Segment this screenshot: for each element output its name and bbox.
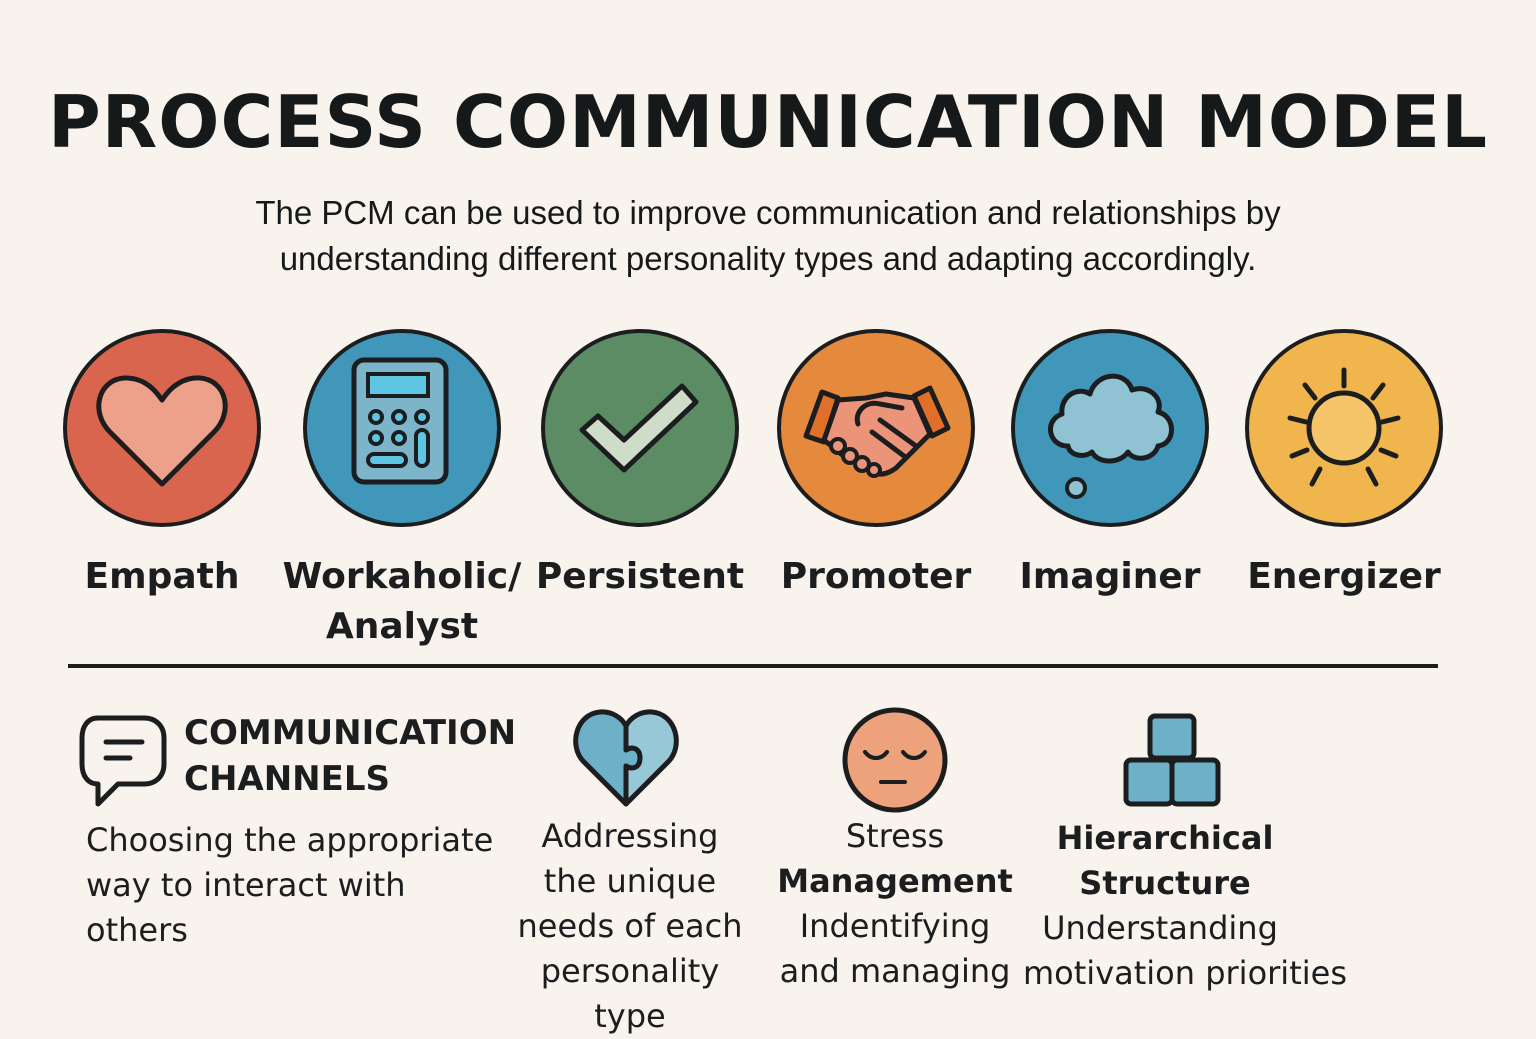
feature-description: Choosing the appropriate way to interact… (86, 821, 494, 949)
type-label: Imaginer (1019, 556, 1201, 597)
feature-stress-management: Stress Management Indentifying and manag… (770, 706, 1020, 994)
feature-description: Hierarchical Structure Understanding mot… (1023, 819, 1347, 992)
calculator-icon (303, 329, 501, 527)
feature-hierarchical-structure: Hierarchical Structure Understanding mot… (1020, 706, 1350, 996)
feature-description: Addressing the unique needs of each pers… (517, 817, 743, 1035)
stacked-blocks-icon (1123, 713, 1221, 807)
type-label: Persistent (535, 556, 745, 597)
type-label: Empath (84, 556, 240, 597)
type-imaginer: Imaginer (990, 328, 1230, 602)
thought-cloud-icon (1011, 329, 1209, 527)
type-promoter: Promoter (756, 328, 996, 602)
speech-bubble-icon (79, 715, 167, 807)
feature-unique-needs: Addressing the unique needs of each pers… (500, 706, 760, 1039)
puzzle-heart-icon (573, 709, 679, 807)
subtitle: The PCM can be used to improve communica… (255, 194, 1281, 277)
type-energizer: Energizer (1224, 328, 1464, 602)
feature-heading: COMMUNICATION CHANNELS (184, 713, 517, 799)
type-workaholic-analyst: Workaholic/ Analyst (282, 328, 522, 652)
handshake-icon (777, 329, 975, 527)
type-label: Workaholic/ Analyst (282, 556, 522, 647)
sun-icon (1245, 329, 1443, 527)
type-label: Promoter (780, 556, 972, 597)
personality-types-row: Empath Workaholic/ Analyst Persistent (0, 328, 1536, 648)
page-title: PROCESS COMMUNICATION MODEL (48, 80, 1488, 164)
type-persistent: Persistent (520, 328, 760, 602)
heart-icon (63, 329, 261, 527)
feature-description: Stress Management Indentifying and manag… (777, 817, 1013, 990)
type-empath: Empath (42, 328, 282, 602)
checkmark-icon (541, 329, 739, 527)
type-label: Energizer (1247, 556, 1441, 597)
section-divider (68, 664, 1438, 668)
calm-face-icon (842, 707, 948, 813)
